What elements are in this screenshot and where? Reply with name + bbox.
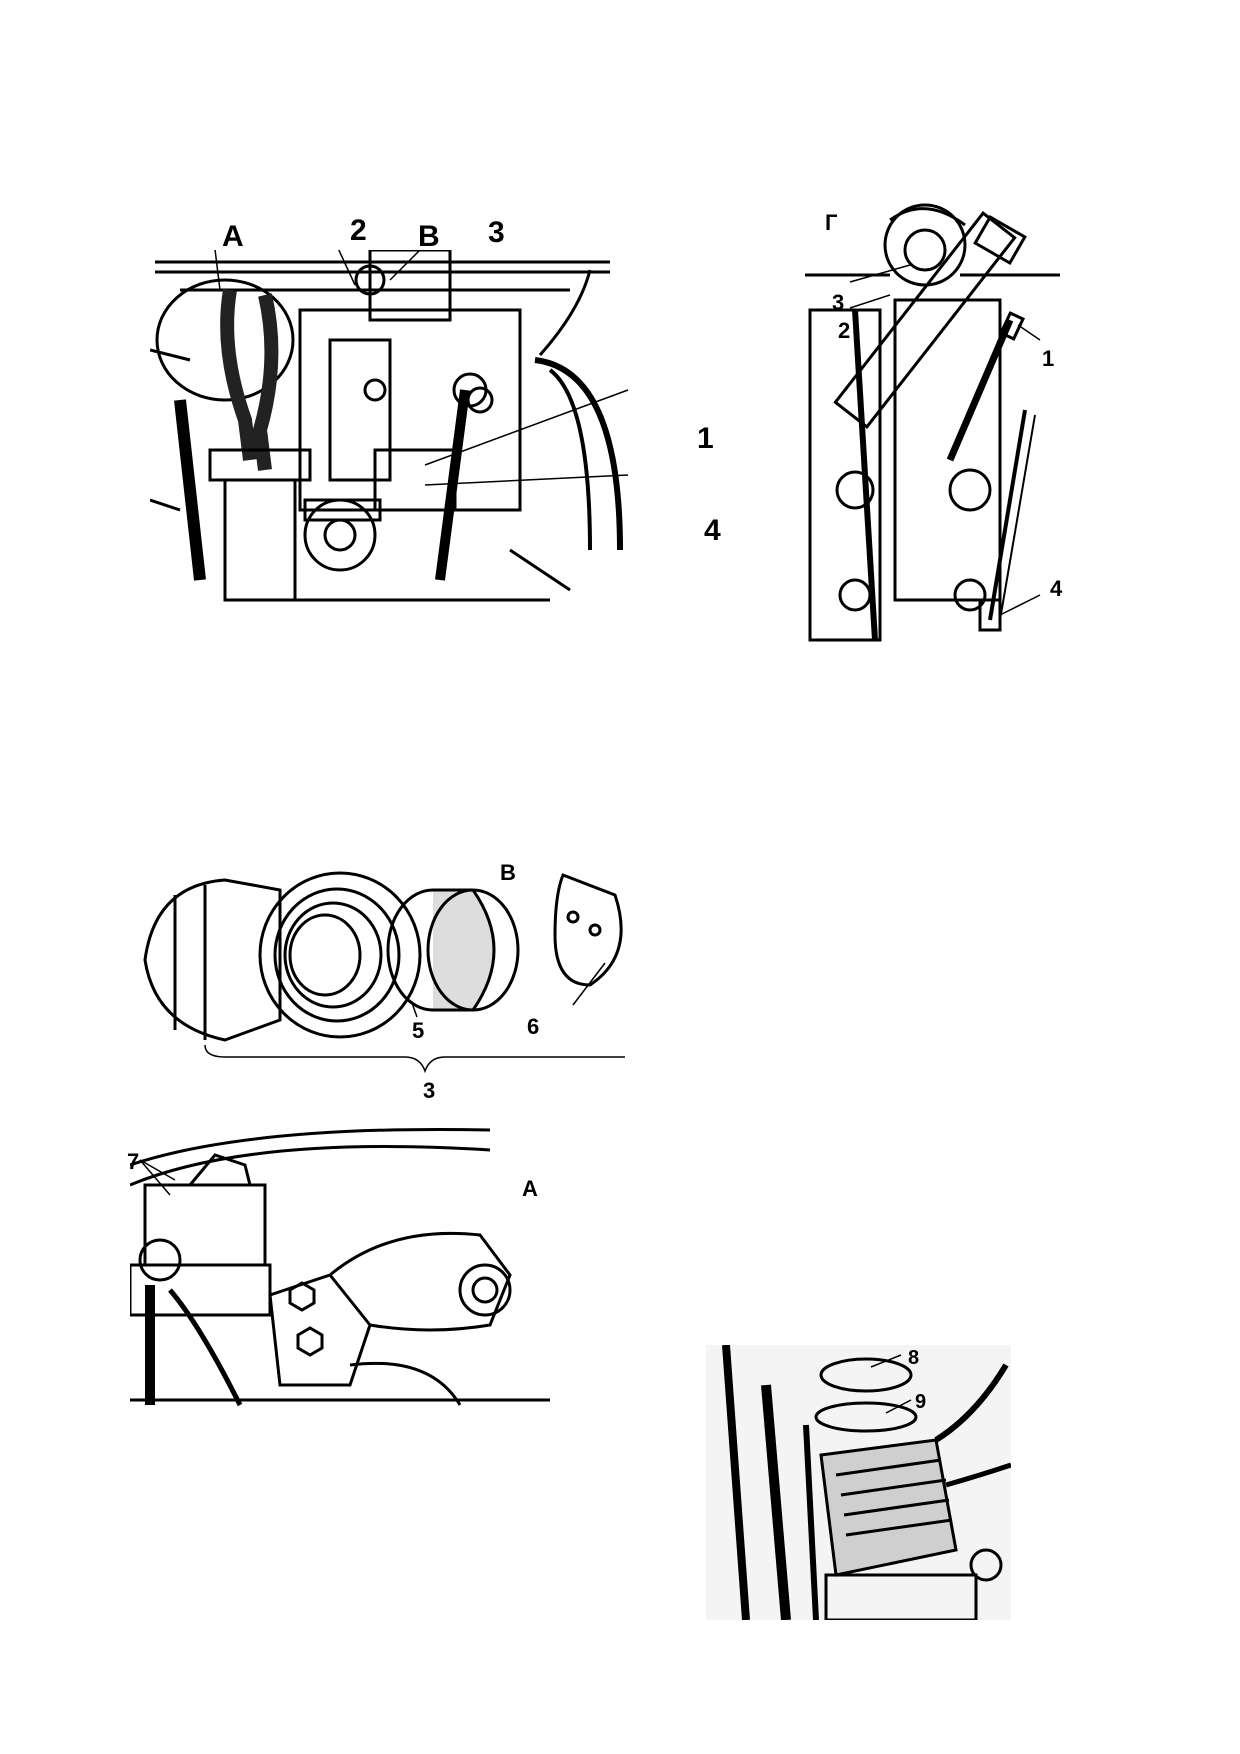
label-4-main: 4 — [704, 514, 721, 547]
label-v-detail: В — [500, 860, 516, 885]
detail-a-drawing — [130, 1125, 550, 1415]
label-1-main: 1 — [697, 422, 714, 455]
label-2-main: 2 — [350, 214, 367, 247]
label-a-detail: А — [522, 1176, 538, 1201]
label-7: 7 — [127, 1149, 140, 1174]
label-3-v: 3 — [423, 1078, 436, 1103]
detail-v-drawing — [115, 855, 625, 1095]
main-engine-illustration — [150, 250, 629, 602]
detail-v-illustration — [143, 871, 625, 1074]
label-1-g: 1 — [1042, 346, 1055, 371]
detail-g-drawing — [800, 200, 1060, 650]
label-a-main: А — [222, 220, 244, 253]
main-engine-drawing — [150, 250, 690, 660]
label-g: Г — [825, 210, 838, 235]
photo-boot-illustration — [722, 1345, 1011, 1620]
label-v-main: В — [418, 220, 440, 253]
label-3-g: 3 — [832, 290, 845, 315]
label-2-g: 2 — [838, 318, 851, 343]
label-6: 6 — [527, 1014, 540, 1039]
label-4-g: 4 — [1050, 576, 1063, 601]
detail-g-illustration — [805, 203, 1060, 642]
detail-a-illustration — [130, 1127, 550, 1407]
label-3-main: 3 — [488, 216, 505, 249]
label-8: 8 — [908, 1347, 920, 1369]
label-5: 5 — [412, 1018, 425, 1043]
label-9: 9 — [915, 1391, 927, 1413]
photo-boot-install — [706, 1345, 1011, 1620]
